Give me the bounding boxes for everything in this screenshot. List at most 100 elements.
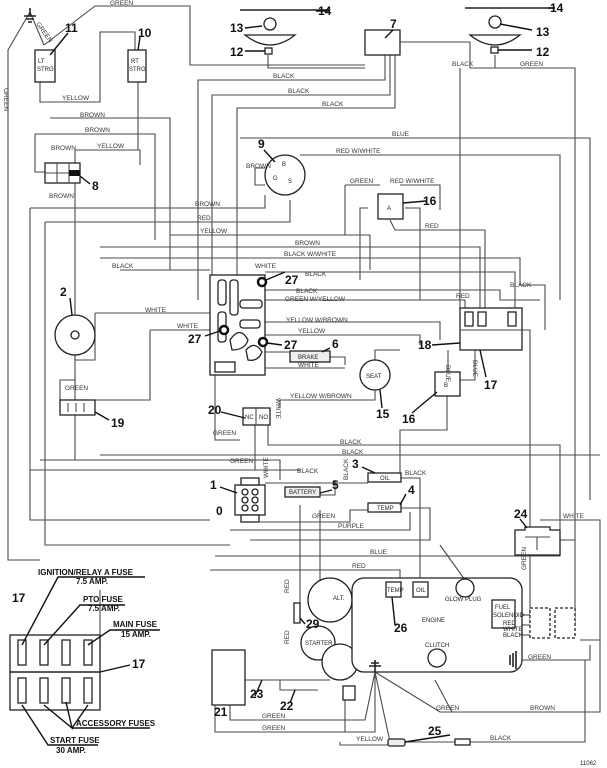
wire-label: GREEN <box>528 654 551 661</box>
wire-label: YELLOW <box>62 95 90 102</box>
wire-label: BLUE <box>370 549 388 556</box>
wire-label: GREEN W/YELLOW <box>285 296 346 303</box>
engine-oil-sender <box>412 581 429 598</box>
start-amp-label: 30 AMP. <box>56 746 86 755</box>
pto-switch-20: NC NO <box>242 407 271 426</box>
wire-label: GREEN <box>110 0 133 7</box>
terminal-27 <box>256 276 268 288</box>
wire-label: WHITE <box>177 323 199 330</box>
brake-label: BRAKE <box>298 355 318 361</box>
no-label: NO <box>259 415 268 421</box>
callout-16: 16 <box>402 412 416 426</box>
wire-label: BLACK <box>296 288 318 295</box>
wire-label: WHITE <box>145 307 167 314</box>
callout-4: 4 <box>408 483 415 497</box>
callout-12: 12 <box>230 45 244 59</box>
right-headlight <box>465 7 555 54</box>
fuse-block-17: IGNITION/RELAY A FUSE 7.5 AMP. PTO FUSE … <box>9 568 160 755</box>
nc-label: NC <box>245 415 254 421</box>
ignition-fuse-label: IGNITION/RELAY A FUSE <box>38 568 134 577</box>
fuel-label: FUEL <box>495 605 511 611</box>
callout-17: 17 <box>484 378 498 392</box>
wire-label: BROWN <box>80 112 105 119</box>
callout-24: 24 <box>514 507 528 521</box>
wire-labels: GREEN GREEN GREEN YELLOW BLACK BLACK BLA… <box>2 0 585 743</box>
wire-label: BROWN <box>51 145 76 152</box>
terminal-27 <box>218 324 230 336</box>
callout-2: 2 <box>60 285 67 299</box>
callout-17: 17 <box>12 591 26 605</box>
starter: STARTER <box>300 625 359 681</box>
oil-light-3: OIL <box>367 472 402 483</box>
battery-21 <box>211 649 246 706</box>
wire-label: GREEN <box>230 458 253 465</box>
wire-label: BLACK <box>343 458 350 480</box>
callout-26: 26 <box>394 621 408 635</box>
callout-22: 22 <box>280 699 294 713</box>
ignition-amp-label: 7.5 AMP. <box>76 577 108 586</box>
fuel-connector <box>529 607 576 639</box>
wire-label: BLACK W/WHITE <box>284 251 337 258</box>
wire-label: BLACK <box>297 468 319 475</box>
central-module <box>209 274 269 376</box>
callout-17: 17 <box>132 657 146 671</box>
wire-label: RED <box>425 223 439 230</box>
seat-switch-15: SEAT <box>359 359 391 391</box>
wire-label: BROWN <box>530 705 555 712</box>
callout-10: 10 <box>138 26 152 40</box>
light-switch-7 <box>364 29 401 56</box>
bulb-icon <box>263 17 277 31</box>
wire-label: BLUE <box>392 131 410 138</box>
callout-20: 20 <box>208 403 222 417</box>
callout-13: 13 <box>536 25 550 39</box>
wire-label: RED W/WHITE <box>336 148 381 155</box>
callout-14: 14 <box>550 1 564 15</box>
oil-label: OIL <box>380 476 390 482</box>
callout-3: 3 <box>352 457 359 471</box>
terminal-27 <box>257 336 269 348</box>
wire-label: RED <box>456 293 470 300</box>
wire-label: YELLOW W/BROWN <box>290 393 352 400</box>
wire-label: BLUE <box>444 365 451 383</box>
relay-b-label: B <box>444 383 448 389</box>
wire-label: YELLOW <box>200 228 228 235</box>
wire-label: WHITE <box>263 456 270 478</box>
callout-21: 21 <box>214 705 228 719</box>
wire-label: RED <box>284 630 291 644</box>
wire-label: BLACK <box>112 263 134 270</box>
rt-steering-switch: RT STRG <box>127 49 147 83</box>
strg-label: STRG <box>129 67 146 73</box>
callout-27: 27 <box>284 338 298 352</box>
wire-label: GREEN <box>213 430 236 437</box>
wire-label: WHITE <box>563 513 585 520</box>
callout-11: 11 <box>65 21 78 35</box>
engine-label: ENGINE <box>422 618 445 624</box>
wire-label: RED <box>284 579 291 593</box>
engine-temp-label: TEMP <box>387 588 404 594</box>
wire-label: GREEN <box>262 713 285 720</box>
main-fuse-label: MAIN FUSE <box>113 620 158 629</box>
rt-label: RT <box>131 59 139 65</box>
inline-connector <box>454 738 471 746</box>
callout-5: 5 <box>332 478 339 492</box>
wire-label: RED <box>352 563 366 570</box>
callout-6: 6 <box>332 337 339 351</box>
callout-27: 27 <box>285 273 299 287</box>
relay-a-16: A <box>377 193 404 220</box>
wire-label: BROWN <box>246 163 271 170</box>
callout-16: 16 <box>423 194 437 208</box>
wire-label: BLACK <box>305 271 327 278</box>
battery-light-5: BATTERY <box>284 486 321 498</box>
wire-label: GREEN <box>350 178 373 185</box>
brake-switch-6: BRAKE <box>289 350 331 363</box>
fuse-25 <box>387 738 406 747</box>
svg-text:S: S <box>288 179 292 185</box>
pto-fuse-label: PTO FUSE <box>83 595 124 604</box>
battery-label: BATTERY <box>289 490 316 496</box>
callouts: 14 13 12 7 14 13 12 11 10 8 9 16 2 27 27… <box>12 1 564 743</box>
wire-label: GREEN <box>520 61 543 68</box>
callout-18: 18 <box>418 338 432 352</box>
callout-27: 27 <box>188 332 202 346</box>
wire-label: WHITE <box>274 398 281 420</box>
wire-label: BLUE <box>471 360 478 378</box>
